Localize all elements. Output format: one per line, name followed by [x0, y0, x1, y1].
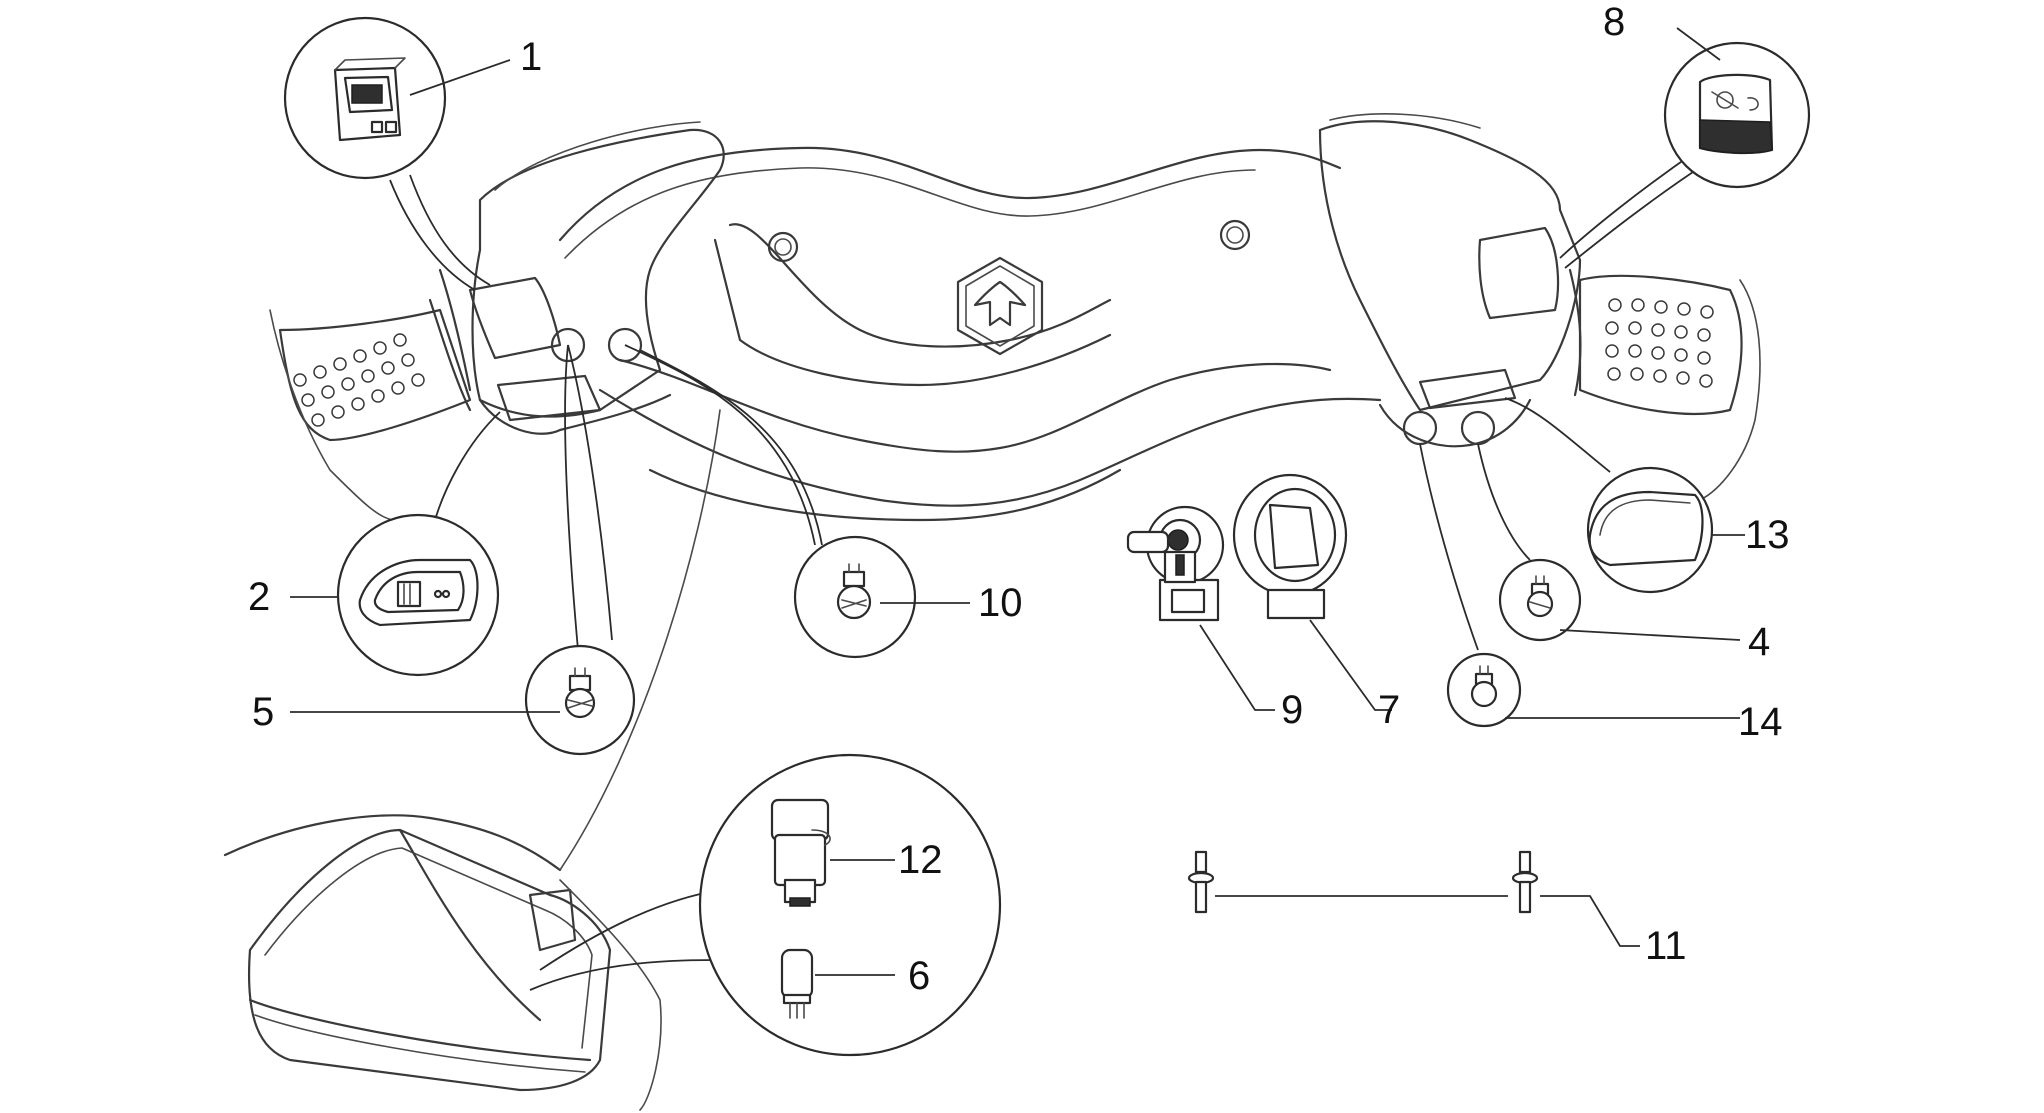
- callout-number-6: 6: [908, 954, 930, 998]
- callout-number-7: 7: [1378, 688, 1400, 732]
- callout-number-4: 4: [1748, 620, 1770, 664]
- callout-part-11: 11: [1187, 850, 1687, 968]
- callout-part-8: 8: [1559, 0, 1811, 269]
- dashboard-housing: [223, 409, 721, 1111]
- bulb-icon-10: [836, 563, 872, 620]
- bulb-icon-5: [564, 667, 596, 719]
- callout-part-2: 2: [248, 411, 501, 677]
- callout-part-14: 14: [1419, 443, 1783, 744]
- callout-part-1: 1: [283, 16, 542, 291]
- callout-part-4: 4: [1477, 443, 1770, 664]
- callout-number-9: 9: [1281, 688, 1303, 732]
- callout-number-8: 8: [1603, 0, 1625, 44]
- callout-number-2: 2: [248, 575, 270, 619]
- pin-icon-left: [1187, 850, 1215, 914]
- callout-number-13: 13: [1745, 513, 1790, 557]
- callout-number-10: 10: [978, 581, 1023, 625]
- callout-part-9: 9: [1126, 505, 1303, 732]
- horn-switch-icon: [1698, 73, 1774, 155]
- piaggio-logo: [956, 256, 1044, 356]
- callout-number-14: 14: [1738, 700, 1783, 744]
- bulb-icon-14: [1470, 665, 1498, 708]
- bulb-icon-6: [780, 948, 814, 1019]
- bulb-icon-4: [1526, 575, 1554, 618]
- callout-number-5: 5: [252, 690, 274, 734]
- ignition-switch-icon: [1126, 505, 1225, 622]
- switch-block-icon: [333, 57, 406, 142]
- callout-part-7: 7: [1232, 473, 1400, 732]
- callout-number-11: 11: [1645, 924, 1687, 968]
- pin-icon-right: [1511, 850, 1539, 914]
- callout-parts-12-6: 12 6: [529, 753, 1002, 1057]
- left-grip: [269, 298, 472, 521]
- bulb-socket-icon-12: [770, 798, 831, 907]
- ignition-bezel-icon: [1232, 473, 1348, 620]
- handlebar-assembly: [269, 113, 1761, 522]
- callout-part-13: 13: [1504, 397, 1790, 594]
- right-grip: [1568, 268, 1761, 501]
- callout-number-12: 12: [898, 838, 943, 882]
- switch-housing-icon: [358, 558, 479, 627]
- callout-part-5: 5: [252, 344, 636, 756]
- callout-part-10: 10: [624, 344, 1023, 659]
- callout-number-1: 1: [520, 35, 542, 79]
- indicator-lens-icon: [1588, 490, 1704, 567]
